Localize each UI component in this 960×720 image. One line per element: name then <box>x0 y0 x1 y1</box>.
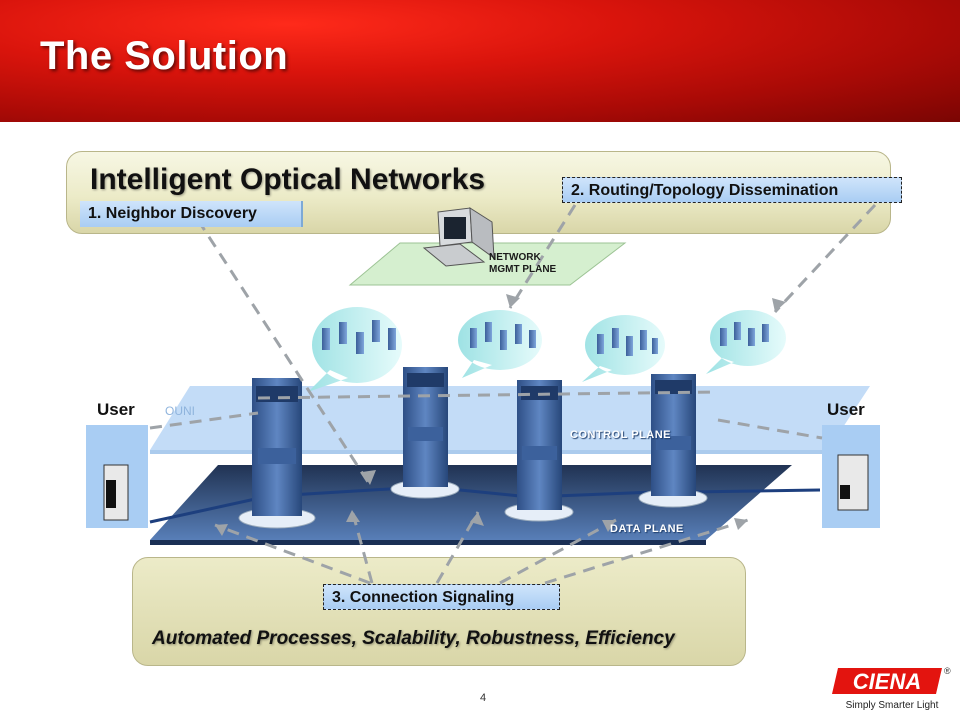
neighbor-discovery-box: 1. Neighbor Discovery <box>80 201 303 227</box>
connection-signaling-box: 3. Connection Signaling <box>323 584 560 610</box>
routing-bubbles <box>308 307 786 392</box>
panel-title: Intelligent Optical Networks <box>90 163 486 196</box>
control-plane-label: CONTROL PLANE <box>570 429 672 441</box>
benefits-panel <box>132 557 746 666</box>
logo-wordmark: CIENA <box>853 669 921 694</box>
ouni-label: OUNI <box>165 404 195 418</box>
user-right-terminal <box>822 425 880 528</box>
mgmt-plane <box>348 242 627 286</box>
slide-title: The Solution <box>40 34 289 78</box>
routing-topology-box: 2. Routing/Topology Dissemination <box>562 177 902 203</box>
page-number: 4 <box>480 692 487 704</box>
mgmt-plane-label-line2: MGMT PLANE <box>489 264 557 275</box>
header-banner <box>0 0 960 122</box>
data-plane-label: DATA PLANE <box>610 523 684 535</box>
management-computer-icon <box>422 207 495 267</box>
user-left-label: User <box>97 400 135 419</box>
user-right-label: User <box>827 400 865 419</box>
ciena-logo: CIENA ® Simply Smarter Light <box>832 664 952 712</box>
optical-switch-cabinets <box>238 367 708 529</box>
user-left-terminal <box>86 425 148 528</box>
logo-registered-mark: ® <box>944 666 951 676</box>
mgmt-plane-label-line1: NETWORK <box>489 252 541 263</box>
logo-tagline: Simply Smarter Light <box>846 700 939 711</box>
benefits-tagline: Automated Processes, Scalability, Robust… <box>152 628 675 649</box>
